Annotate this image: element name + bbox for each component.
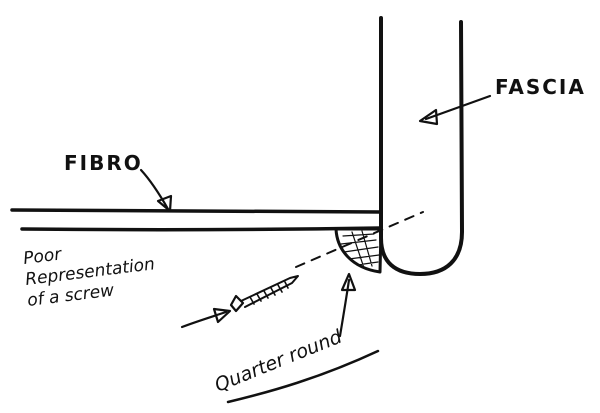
quarter-round-moulding bbox=[334, 227, 383, 274]
fibro-bottom-edge bbox=[20, 226, 383, 232]
fibro-label: FIBRO bbox=[64, 151, 143, 175]
quarter-round-arrow-line bbox=[338, 278, 351, 338]
fibro-arrow-head bbox=[156, 194, 173, 213]
fibro-arrow-line bbox=[139, 168, 170, 211]
quarter-round-label: Quarter round bbox=[212, 325, 346, 396]
fascia-label: FASCIA bbox=[495, 75, 586, 99]
leader-arrows bbox=[139, 94, 492, 338]
quarter-round-hatching bbox=[340, 230, 380, 269]
fascia-arrow-head bbox=[418, 108, 439, 126]
fascia-board bbox=[379, 16, 464, 276]
quarter-round-underline bbox=[226, 349, 380, 404]
screw-note-line1: Poor bbox=[22, 244, 63, 269]
quarter-round-outline bbox=[334, 227, 383, 274]
screw-head bbox=[229, 294, 245, 313]
fibro-top-edge bbox=[10, 208, 383, 214]
fascia-outline bbox=[379, 16, 464, 276]
screw-arrow-line bbox=[180, 310, 228, 329]
screw-drawing bbox=[229, 275, 299, 313]
screw-arrow-head bbox=[212, 307, 232, 324]
quarter-round-arrow-head bbox=[340, 272, 357, 292]
fibro-sheet bbox=[10, 208, 383, 232]
screw-dashed-line bbox=[295, 211, 424, 268]
screw-shank bbox=[240, 275, 299, 308]
screw-thread bbox=[249, 281, 289, 305]
